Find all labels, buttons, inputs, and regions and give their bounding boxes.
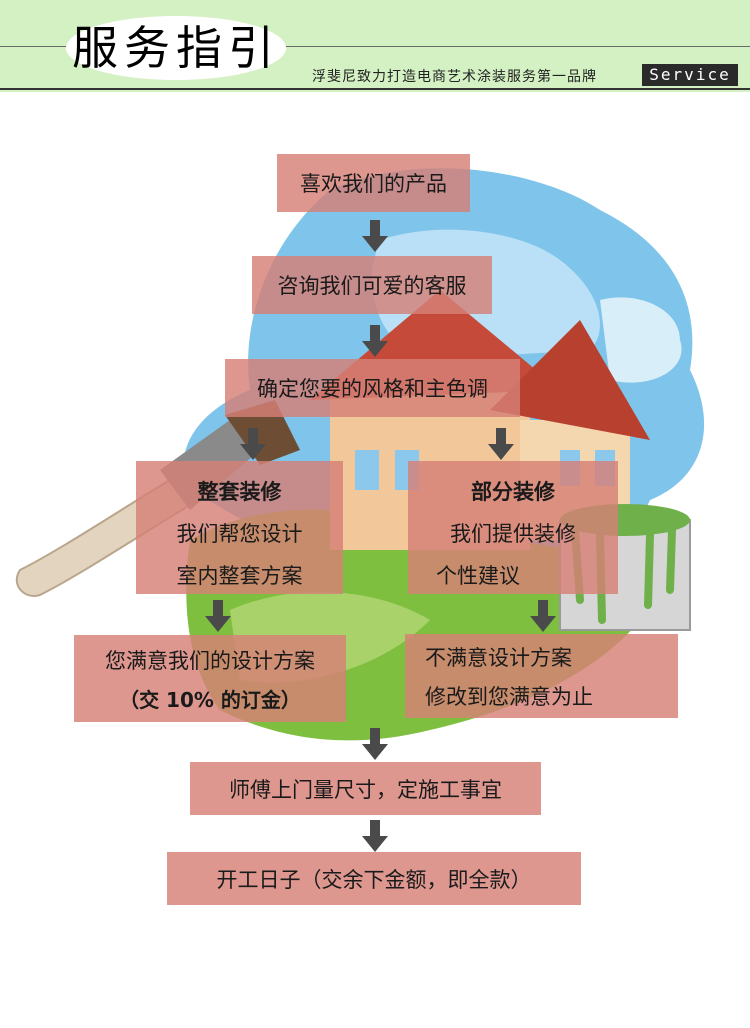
step-start-work: 开工日子（交余下金额，即全款） — [167, 852, 581, 905]
down-arrow-icon — [362, 728, 388, 760]
result-satisfied-line1: 您满意我们的设计方案 — [105, 649, 315, 673]
header-rule-right — [286, 46, 750, 47]
down-arrow-icon — [530, 600, 556, 632]
result-satisfied-line2: （交 10% 的订金） — [119, 688, 301, 712]
down-arrow-icon — [362, 325, 388, 357]
step-choose-style: 确定您要的风格和主色调 — [225, 359, 520, 417]
branch-partial-title: 部分装修 — [471, 480, 555, 504]
branch-full-title: 整套装修 — [197, 480, 282, 504]
down-arrow-icon — [240, 428, 266, 460]
house-roof-2 — [490, 320, 650, 440]
header-subtitle: 浮斐尼致力打造电商艺术涂装服务第一品牌 — [312, 69, 597, 85]
branch-full-decoration: 整套装修 我们帮您设计 室内整套方案 — [136, 461, 343, 594]
step-like-products: 喜欢我们的产品 — [277, 154, 470, 212]
step-measure-onsite: 师傅上门量尺寸，定施工事宜 — [190, 762, 541, 815]
title-oval — [66, 16, 286, 80]
branch-partial-line1: 我们提供装修 — [450, 522, 576, 546]
result-not-satisfied-line2: 修改到您满意为止 — [425, 685, 593, 709]
down-arrow-icon — [362, 220, 388, 252]
result-not-satisfied-line1: 不满意设计方案 — [425, 646, 572, 670]
step-consult-service: 咨询我们可爱的客服 — [252, 256, 492, 314]
service-badge: Service — [642, 64, 738, 86]
down-arrow-icon — [362, 820, 388, 852]
branch-full-line1: 我们帮您设计 — [176, 522, 303, 546]
header-rule-left — [0, 46, 66, 47]
down-arrow-icon — [488, 428, 514, 460]
house-window — [355, 450, 379, 490]
branch-full-line2: 室内整套方案 — [176, 564, 303, 588]
header-divider — [0, 88, 750, 90]
branch-partial-line2: 个性建议 — [436, 564, 520, 588]
down-arrow-icon — [205, 600, 231, 632]
branch-partial-decoration: 部分装修 我们提供装修 个性建议 — [408, 461, 618, 594]
page-title: 服务指引 — [72, 21, 280, 75]
result-not-satisfied: 不满意设计方案 修改到您满意为止 — [405, 634, 678, 718]
cloud-shape-2 — [600, 297, 682, 383]
result-satisfied: 您满意我们的设计方案 （交 10% 的订金） — [74, 635, 346, 722]
